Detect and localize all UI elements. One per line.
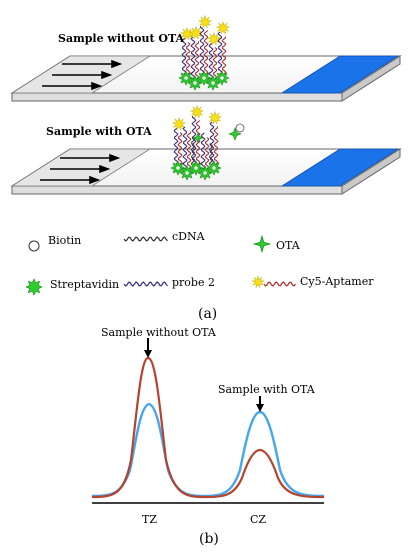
cy5-aptamer-icon	[251, 275, 296, 289]
probe2-strand	[182, 126, 188, 170]
legend-probe2-label: probe 2	[172, 276, 215, 289]
flow-arrows	[40, 153, 121, 185]
cy5-star-mark	[206, 31, 222, 47]
caption-a: (a)	[198, 306, 217, 322]
strip-with-ota: Sample with OTA	[10, 104, 402, 195]
cy5-star-mark	[189, 104, 205, 120]
biotin-mark	[202, 170, 208, 176]
probe2-strand	[199, 26, 205, 75]
cy5-star-mark	[188, 25, 204, 41]
aptamer-strand	[213, 126, 219, 165]
legend-ota: OTA	[252, 234, 301, 254]
biotin-mark	[210, 80, 216, 86]
strip-without-ota: Sample without OTA	[10, 14, 402, 102]
strip-without-ota-label: Sample without OTA	[58, 32, 185, 45]
biotin-mark	[235, 123, 245, 133]
legend-cy5-aptamer-label: Cy5-Aptamer	[300, 275, 374, 288]
aptamer-strand	[194, 41, 200, 80]
ota-mark	[228, 127, 242, 141]
aptamer-strand	[221, 36, 227, 75]
cy5-star-mark	[251, 275, 265, 289]
probe2-strand	[190, 36, 196, 80]
test-zone-complexes	[178, 14, 231, 91]
legend-ota-label: OTA	[276, 239, 301, 252]
legend-streptavidin-label: Streptavidin	[50, 278, 119, 291]
curve-without-ota-red	[91, 356, 325, 499]
biotin-mark	[184, 170, 190, 176]
peak-label-without-ota: Sample without OTA	[101, 326, 217, 339]
biotin-mark	[192, 80, 198, 86]
biotin-mark	[175, 165, 181, 171]
aptamer-strand	[195, 120, 201, 165]
biotin-mark	[211, 165, 217, 171]
ota-icon	[252, 234, 272, 254]
legend-biotin: Biotin	[28, 234, 81, 252]
biotin-mark	[193, 165, 199, 171]
streptavidin-shape	[25, 278, 43, 296]
biotin-mark	[183, 75, 189, 81]
aptamer-strand	[177, 132, 183, 165]
aptamer-strand	[186, 131, 192, 170]
aptamer-strand	[212, 47, 218, 80]
peak-label-with-ota: Sample with OTA	[218, 383, 316, 396]
curve-with-ota-blue	[91, 402, 325, 498]
ota-mark	[192, 132, 204, 144]
flow-arrows	[42, 59, 123, 91]
probe2-strand	[181, 37, 187, 75]
streptavidin-icon	[25, 278, 43, 296]
test-zone-complexes	[170, 104, 245, 181]
aptamer-strand	[263, 281, 296, 287]
caption-b: (b)	[199, 531, 219, 547]
cy5-star-mark	[207, 110, 223, 126]
probe2-icon	[123, 281, 168, 287]
probe2-strand	[200, 132, 206, 170]
arrow-with-ota-head	[256, 404, 264, 412]
biotin-mark	[201, 75, 207, 81]
biotin-mark	[219, 75, 225, 81]
legend-probe2: probe 2	[123, 276, 215, 289]
cdna-icon	[123, 236, 168, 242]
strip-with-ota-label: Sample with OTA	[46, 125, 152, 138]
probe2-strand	[209, 121, 215, 165]
probe2-strand	[191, 116, 197, 165]
aptamer-strand	[204, 137, 210, 170]
legend-cdna: cDNA	[123, 230, 206, 243]
legend: Biotin cDNA OTA Streptavidin probe 2 Cy5…	[25, 230, 374, 296]
absorbent-pad	[280, 148, 400, 187]
legend-cy5-aptamer: Cy5-Aptamer	[251, 275, 374, 289]
signal-curves: Sample without OTA Sample with OTA TZ CZ	[91, 326, 325, 526]
probe2-strand	[173, 127, 179, 165]
aptamer-strand	[185, 42, 191, 75]
cy5-star-mark	[171, 116, 187, 132]
absorbent-pad	[280, 55, 400, 94]
ota-shape	[252, 234, 272, 254]
cy5-star-mark	[215, 20, 231, 36]
cy5-star-mark	[179, 26, 195, 42]
tz-label: TZ	[142, 513, 157, 526]
biotin-icon	[28, 240, 40, 252]
probe2-strand	[217, 31, 223, 75]
legend-cdna-label: cDNA	[172, 230, 206, 243]
legend-biotin-label: Biotin	[48, 234, 81, 247]
cy5-star-mark	[197, 14, 213, 30]
arrow-without-ota-head	[144, 350, 152, 358]
probe2-strand	[208, 42, 214, 80]
legend-streptavidin: Streptavidin	[25, 278, 119, 296]
cz-label: CZ	[250, 513, 266, 526]
